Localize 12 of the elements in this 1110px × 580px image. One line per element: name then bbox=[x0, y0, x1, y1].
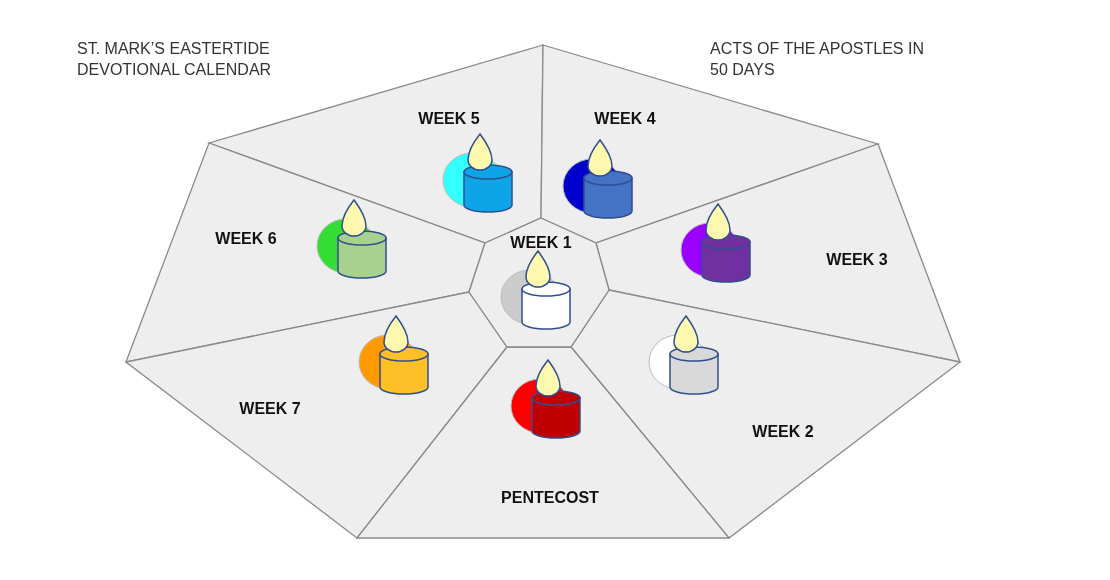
subtitle-text: ACTS OF THE APOSTLES IN 50 DAYS bbox=[710, 39, 925, 80]
title-text: ST. MARK’S EASTERTIDE DEVOTIONAL CALENDAR bbox=[77, 39, 273, 80]
wedge-segment bbox=[357, 347, 729, 538]
week-label: WEEK 5 bbox=[418, 110, 480, 128]
week-label: WEEK 7 bbox=[239, 400, 301, 418]
center-heptagon bbox=[469, 218, 609, 347]
week-label: WEEK 4 bbox=[594, 110, 656, 128]
week-label: WEEK 1 bbox=[510, 234, 572, 252]
week-label: WEEK 3 bbox=[826, 251, 888, 269]
week-label: WEEK 2 bbox=[752, 423, 814, 441]
week-label: PENTECOST bbox=[501, 489, 599, 507]
week-label: WEEK 6 bbox=[215, 230, 277, 248]
